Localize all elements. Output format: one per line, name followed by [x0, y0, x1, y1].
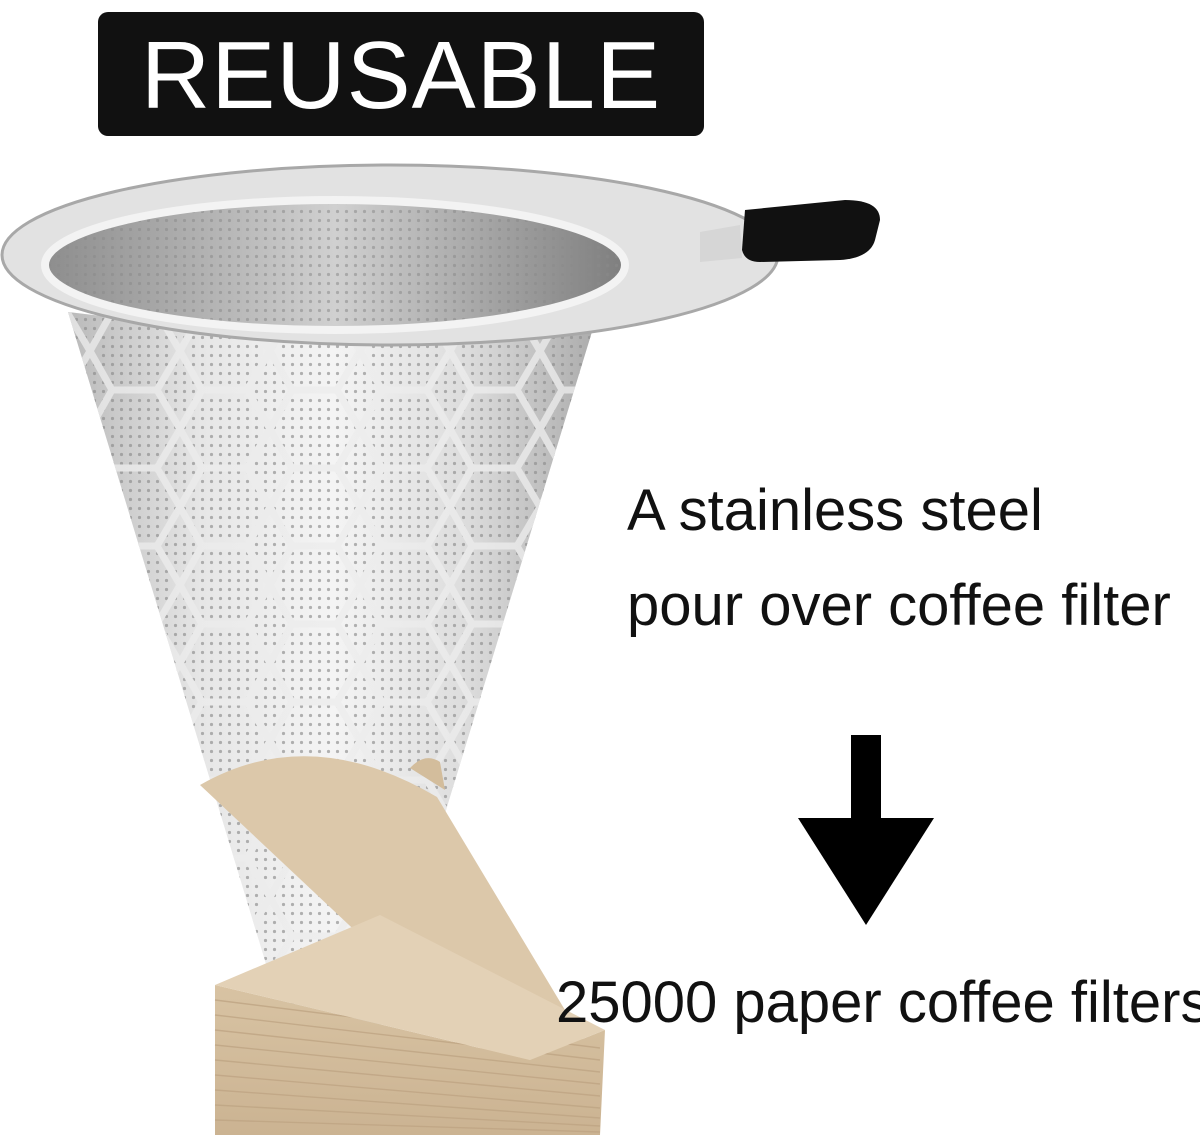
badge-label: REUSABLE	[140, 22, 662, 129]
caption-paper-filters: 25000 paper coffee filters	[556, 970, 1200, 1035]
caption-steel-line1: A stainless steel	[627, 478, 1043, 543]
caption-steel-line2: pour over coffee filter	[627, 573, 1171, 638]
reusable-badge: REUSABLE	[98, 12, 704, 136]
arrow-down-icon	[798, 735, 934, 925]
paper-filter-image	[200, 756, 605, 1135]
